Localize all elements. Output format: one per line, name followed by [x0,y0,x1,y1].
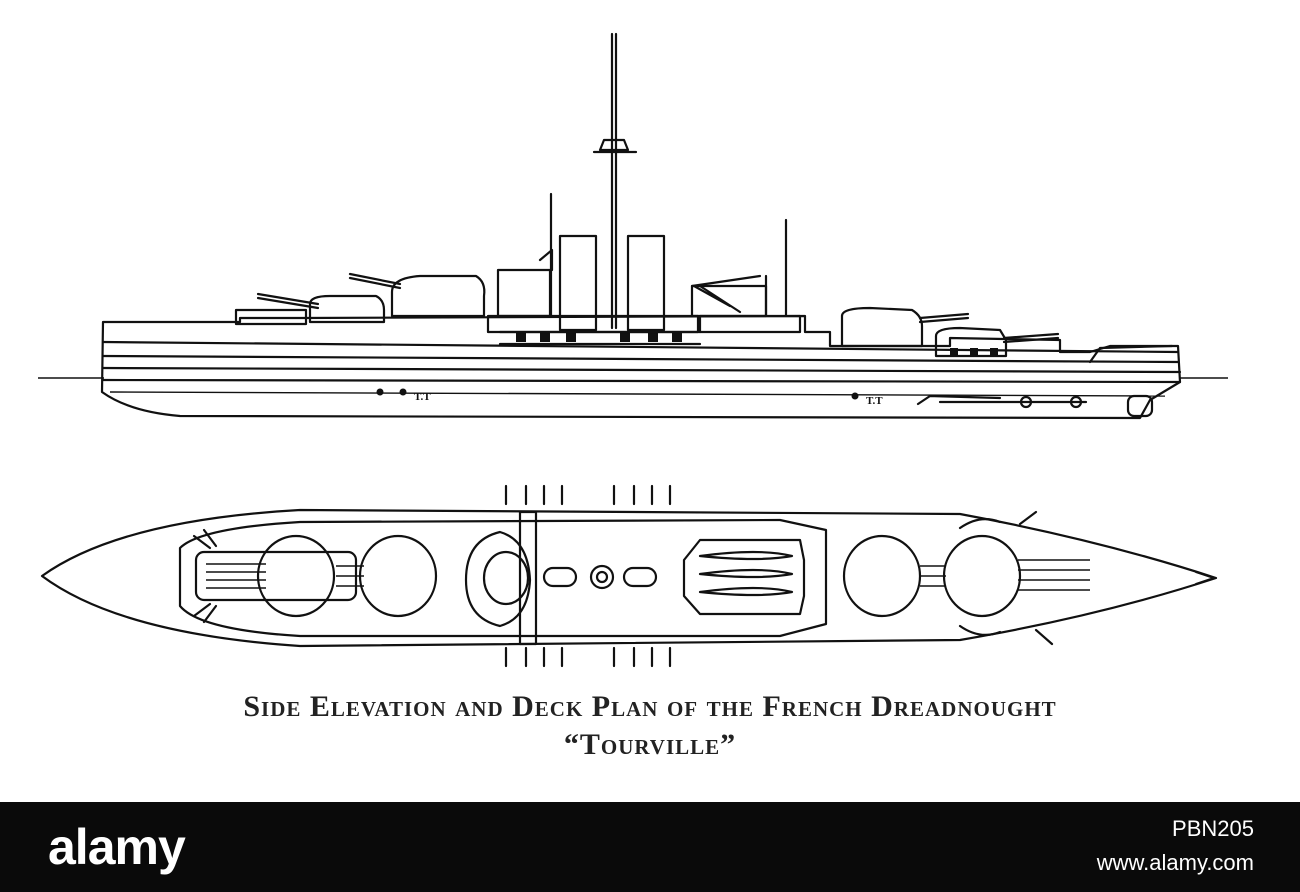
gun-barrel [256,296,320,310]
boat [698,586,794,597]
image-id: PBN205 [1172,816,1254,841]
gun-barrel [348,272,402,286]
torpedo-label-fore: T.T [414,391,431,403]
gun-barrel [256,292,320,306]
forecastle [1088,344,1174,364]
conning-tower [482,550,530,606]
torpedo-label-aft: T.T [866,395,883,407]
fore-windows [950,348,998,356]
boat [698,550,794,561]
alamy-logo[interactable]: alamy [48,819,186,875]
deck-inner [178,518,828,638]
aft-deckhouse [234,308,308,326]
caption-title: Side Elevation and Deck Plan of the Fren… [243,690,1057,723]
gun-barrel [918,316,970,324]
hull-strake [101,340,1180,354]
ship-drawing: T.T T.T [38,32,1228,668]
hull-strake [109,391,1166,397]
bridge-deck [518,510,538,646]
funnel-plan-aft [542,566,578,588]
side-elevation: T.T T.T [38,32,1228,420]
mast-base-inner [595,570,609,584]
turret-fore-2 [934,326,1008,358]
boat-deck [682,538,806,616]
footer-url[interactable]: www.alamy.com [1096,850,1254,875]
gun-barrel [1002,332,1060,340]
hull-strake [101,366,1182,374]
bridge-aft [496,268,552,318]
fore-deckhouse [698,314,802,334]
mast-top [598,138,630,152]
hull-strake [101,378,1182,384]
rigging [958,510,1054,646]
torpedo-tube-marker [399,388,407,396]
conning-tower-outer [464,530,532,628]
turret-fore-1-plan [842,534,922,618]
torpedo-tube-marker [376,388,384,396]
turret-fore-2-plan [942,534,1022,618]
mast-base [589,564,615,590]
deck-plan [40,484,1218,668]
bow-bulb [1126,394,1154,418]
torpedo-tube-marker [851,392,859,400]
fore-turret-group [842,510,1090,646]
net-boom [916,394,1088,406]
deck-outline [40,508,1218,648]
net-boom-fitting [1069,395,1083,409]
gun-barrel [1002,336,1060,344]
gun-barrel [348,276,402,290]
net-boom-fitting [1019,395,1033,409]
turret-fore-1 [840,306,924,348]
crane [692,274,768,318]
midships-windows [516,332,682,342]
boat-booms [504,484,672,668]
boat [698,568,794,579]
footer-bar: alamy PBN205 www.alamy.com [0,802,1300,892]
gun-barrel [918,312,970,320]
crane-boom [690,274,762,288]
turret-aft-2 [390,274,486,318]
turret-aft-1 [308,294,386,324]
funnel-fore [626,234,666,332]
aft-mast-stay [538,248,554,272]
bow-tip [1194,570,1216,586]
turret-aft-1-plan [256,534,336,618]
funnel-aft [558,234,598,332]
rigging [192,528,218,624]
turret-aft-2-plan [358,534,438,618]
hull-strake [101,354,1180,364]
aft-turret-group [192,528,438,624]
hull [100,314,1182,420]
funnel-plan-fore [622,566,658,588]
aft-gun-platform [194,550,358,602]
caption-ship-name: “Tourville” [563,728,737,761]
